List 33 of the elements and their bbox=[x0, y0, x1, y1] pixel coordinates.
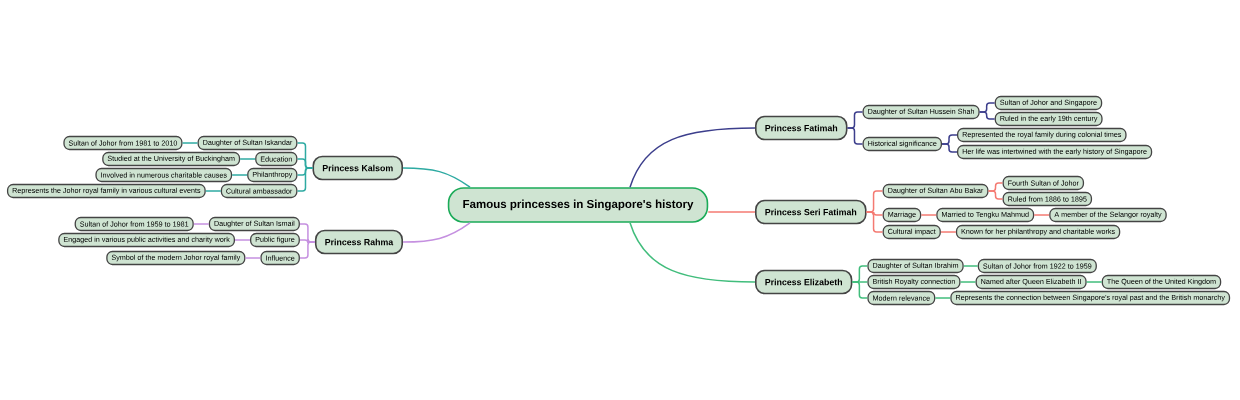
topic-box: Princess Elizabeth bbox=[755, 269, 853, 295]
branch-line bbox=[959, 281, 977, 283]
branch-line bbox=[987, 190, 1004, 200]
topic-box: Princess Seri Fatimah bbox=[755, 199, 867, 225]
branch-line bbox=[629, 127, 756, 188]
branch-line bbox=[239, 158, 256, 160]
branch-line bbox=[205, 190, 222, 192]
branch-line bbox=[296, 167, 314, 192]
branch-line bbox=[402, 222, 471, 243]
branch-line bbox=[962, 265, 979, 267]
branch-line bbox=[1085, 281, 1103, 283]
branch-line bbox=[193, 223, 210, 225]
branch-line bbox=[978, 111, 996, 120]
topic-box: Princess Rahma bbox=[314, 229, 403, 255]
branch-line bbox=[244, 257, 262, 259]
central-topic-box: Famous princesses in Singapore's history bbox=[447, 187, 709, 223]
branch-line bbox=[234, 239, 251, 241]
branch-line bbox=[402, 167, 471, 188]
branch-line bbox=[629, 222, 756, 283]
branch-line bbox=[865, 211, 884, 233]
topic-box: Princess Kalsom bbox=[312, 155, 403, 181]
topic-box: Princess Fatimah bbox=[755, 115, 848, 141]
branch-line bbox=[941, 143, 958, 153]
branch-line bbox=[851, 281, 869, 299]
branch-line bbox=[934, 297, 952, 299]
branch-line bbox=[299, 241, 316, 259]
branch-line bbox=[1033, 214, 1050, 216]
branch-line bbox=[707, 211, 756, 213]
branch-line bbox=[231, 174, 248, 176]
branch-line bbox=[940, 231, 957, 233]
branch-line bbox=[181, 142, 199, 144]
branch-line bbox=[920, 214, 937, 216]
branch-line bbox=[846, 127, 864, 145]
